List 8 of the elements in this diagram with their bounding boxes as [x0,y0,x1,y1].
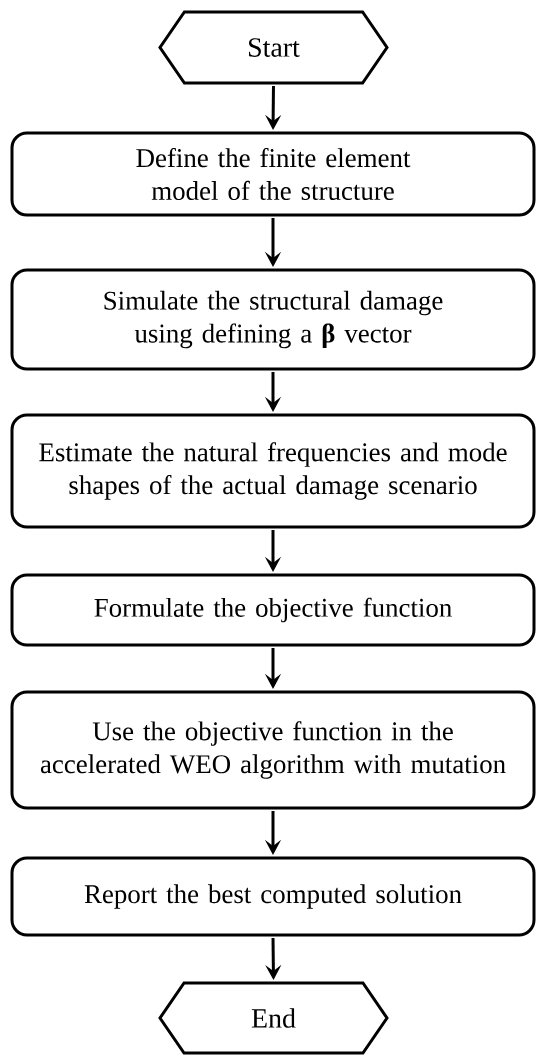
terminal-hexagon: Start [158,10,389,85]
process-box: Estimate the natural frequencies and mode shapes of the actual damage scenario [10,413,536,529]
process-box: Simulate the structural damage using defining a β vector [10,268,536,371]
process-box: Report the best computed solution [10,856,536,937]
terminal-hexagon: End [158,981,389,1055]
process-box: Formulate the objective function [10,573,536,647]
process-box: Define the finite element model of the structure [10,131,536,217]
process-box: Use the objective function in the accelerated WEO algorithm with mutation [10,690,536,810]
